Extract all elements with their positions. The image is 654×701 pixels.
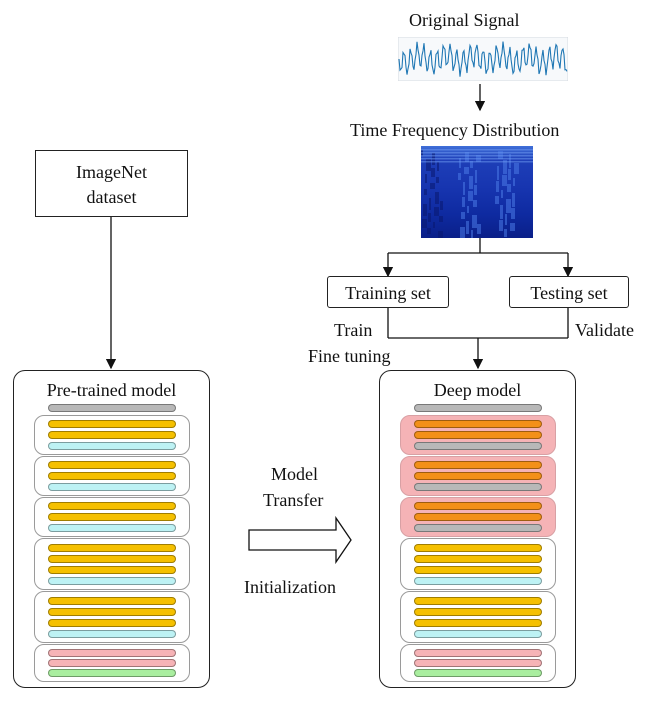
layer-group — [400, 644, 556, 682]
layer-bar-conv — [48, 543, 176, 552]
imagenet-label-line1: ImageNet — [76, 162, 147, 182]
layer-bar-conv — [48, 554, 176, 563]
training-set-label: Training set — [345, 283, 431, 303]
layer-bar-conv — [414, 472, 542, 480]
imagenet-box: ImageNet dataset — [35, 150, 188, 217]
layer-bar-conv — [414, 565, 542, 574]
layer-group — [34, 591, 190, 643]
layer-bar-conv — [414, 420, 542, 429]
layer-group — [34, 415, 190, 455]
layer-bar-conv — [414, 607, 542, 616]
layer-bar-conv — [48, 420, 176, 429]
layer-bar-conv — [414, 513, 542, 521]
layer-bar-conv — [414, 596, 542, 605]
layer-group — [34, 644, 190, 682]
layer-bar-conv — [48, 565, 176, 574]
layer-bar-conv — [48, 618, 176, 627]
layer-bar-pool — [414, 523, 542, 532]
layer-cap — [48, 404, 176, 412]
tfd-spectrogram — [421, 146, 533, 238]
layer-bar-pool — [414, 576, 542, 585]
layer-bar-conv — [414, 554, 542, 563]
signal-waveform — [398, 37, 568, 81]
tfd-title: Time Frequency Distribution — [350, 120, 560, 140]
deep-model-title: Deep model — [433, 380, 522, 400]
validate-label: Validate — [575, 320, 634, 340]
pretrained-model-title: Pre-trained model — [46, 380, 177, 400]
fine-tuning-label: Fine tuning — [308, 346, 391, 366]
layer-bar-fc — [414, 659, 542, 667]
layer-bar-fc — [48, 659, 176, 667]
layer-group — [34, 456, 190, 496]
layer-bar-pool — [414, 482, 542, 491]
transfer-label-transfer: Transfer — [263, 490, 324, 510]
layer-bar-conv — [48, 502, 176, 511]
layer-bar-conv — [48, 472, 176, 480]
testing-set-box: Testing set — [509, 276, 629, 308]
layer-bar-conv — [414, 502, 542, 511]
signal-title: Original Signal — [409, 10, 520, 30]
imagenet-label-line2: dataset — [86, 187, 137, 207]
layer-bar-conv — [48, 607, 176, 616]
training-set-box: Training set — [327, 276, 449, 308]
layer-bar-conv — [48, 513, 176, 521]
layer-bar-conv — [414, 543, 542, 552]
layer-bar-conv — [414, 431, 542, 439]
pretrained-model-box: Pre-trained model — [13, 370, 210, 688]
layer-bar-pool — [48, 523, 176, 532]
deep-model-box: Deep model — [379, 370, 576, 688]
layer-bar-pool — [48, 576, 176, 585]
layer-bar-pool — [414, 629, 542, 638]
layer-bar-conv — [414, 461, 542, 470]
layer-bar-conv — [48, 596, 176, 605]
layer-bar-conv — [48, 431, 176, 439]
layer-bar-softmax — [48, 669, 176, 677]
layer-group — [34, 538, 190, 590]
layer-bar-fc — [414, 649, 542, 657]
layer-group — [400, 591, 556, 643]
layer-group — [400, 538, 556, 590]
layer-bar-pool — [48, 482, 176, 491]
layer-bar-conv — [414, 618, 542, 627]
layer-bar-pool — [414, 441, 542, 450]
layer-group — [34, 497, 190, 537]
layer-bar-fc — [48, 649, 176, 657]
layer-bar-pool — [48, 441, 176, 450]
layer-cap — [414, 404, 542, 412]
transfer-arrow — [248, 515, 352, 565]
transfer-label-initialization: Initialization — [244, 577, 336, 597]
testing-set-label: Testing set — [530, 283, 608, 303]
layer-bar-conv — [48, 461, 176, 470]
layer-bar-softmax — [414, 669, 542, 677]
layer-bar-pool — [48, 629, 176, 638]
transfer-label-model: Model — [271, 464, 318, 484]
train-label: Train — [334, 320, 373, 340]
